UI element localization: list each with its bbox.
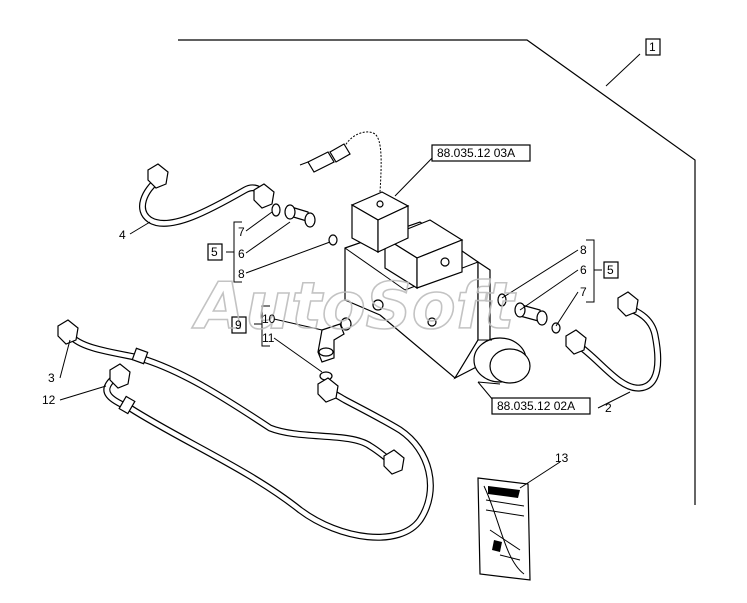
callout-9: 9: [235, 318, 242, 332]
valve-block: [299, 131, 531, 385]
callout-5-left: 5: [211, 245, 218, 259]
callout-12: 12: [42, 393, 56, 407]
pipe-4: [139, 163, 275, 227]
callout-8-right: 8: [580, 243, 587, 257]
callout-labels: 1 5 5 9 4 7 6 8 8 6 7 10 11 3 12 2 13 88…: [42, 40, 656, 465]
ref-label-bottom: 88.035.12 02A: [497, 399, 575, 413]
callout-3: 3: [48, 371, 55, 385]
callout-boxes: [207, 38, 661, 415]
watermark: AutoSoft: [191, 270, 517, 344]
callout-5-right: 5: [607, 263, 614, 277]
assembly-boundary: [178, 39, 696, 505]
ref-box-top: [431, 144, 531, 162]
callout-4: 4: [119, 228, 126, 242]
callout-box-9: [231, 316, 247, 334]
ref-box-bottom: [491, 397, 591, 415]
ref-label-top: 88.035.12 03A: [437, 146, 515, 160]
elbow-fitting: [317, 317, 352, 381]
pipe-12: [103, 363, 434, 541]
callout-1: 1: [649, 40, 656, 54]
callout-10: 10: [262, 312, 276, 326]
fittings-left: [271, 203, 338, 246]
pipe-3: [57, 319, 396, 466]
callout-box-1: [645, 38, 661, 56]
callout-7-left: 7: [238, 225, 245, 239]
callout-brackets: [226, 221, 602, 347]
callout-box-5-right: [603, 261, 619, 279]
callout-6-left: 6: [238, 247, 245, 261]
callout-box-5-left: [207, 243, 223, 261]
callout-7-right: 7: [580, 285, 587, 299]
callout-6-right: 6: [580, 263, 587, 277]
callout-2: 2: [605, 401, 612, 415]
callout-11: 11: [262, 331, 275, 345]
leader-lines: [59, 151, 631, 489]
callout-8-left: 8: [238, 267, 245, 281]
pipe-2: [565, 291, 662, 392]
leader-1: [605, 53, 641, 87]
decal-packet: [477, 477, 531, 581]
callout-13: 13: [555, 451, 569, 465]
